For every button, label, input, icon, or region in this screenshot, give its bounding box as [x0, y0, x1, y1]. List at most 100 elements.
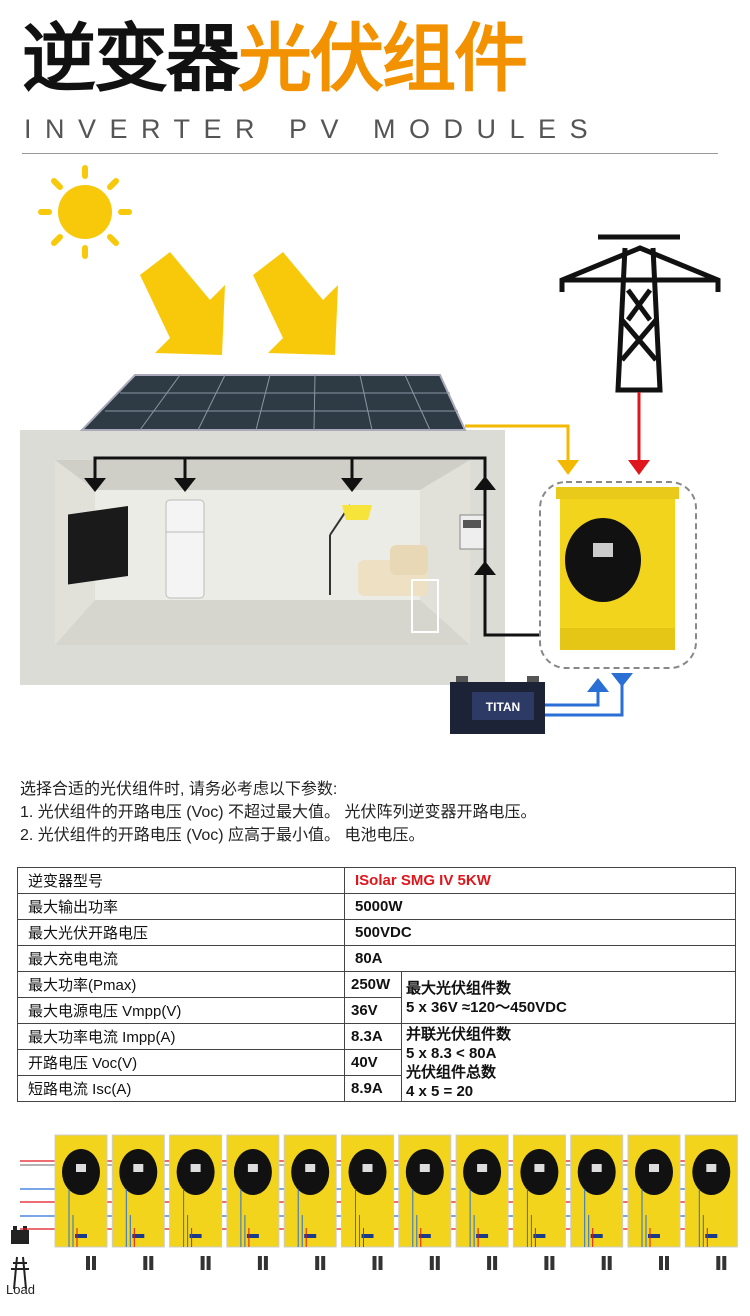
row-label: 最大功率(Pmax): [17, 971, 345, 998]
pv-breaker: [665, 1256, 669, 1270]
row-value: 250W: [344, 971, 402, 998]
parallel-note-title: 并联光伏组件数: [406, 1025, 512, 1043]
inverter-logo: [304, 1234, 317, 1238]
ac-wiring: [93, 456, 540, 637]
row-value: 5000W: [344, 893, 736, 920]
pv-breaker: [372, 1256, 377, 1270]
row-value: 500VDC: [344, 919, 736, 946]
series-note-title: 最大光伏组件数: [406, 979, 512, 997]
fridge-icon: [165, 499, 205, 599]
series-note-formula: 5 x 36V ≈120～450VDC: [406, 998, 567, 1016]
row-label: 最大电源电压 Vmpp(V): [17, 997, 345, 1024]
inverter-logo: [132, 1234, 145, 1238]
row-label: 开路电压 Voc(V): [17, 1049, 345, 1076]
pv-breaker: [200, 1256, 205, 1270]
row-label: 短路电流 Isc(A): [17, 1075, 345, 1102]
pv-breaker: [206, 1256, 211, 1270]
power-tower-icon: [11, 1256, 29, 1290]
pv-breaker: [601, 1256, 606, 1270]
pv-breaker: [607, 1256, 612, 1270]
pv-breaker: [550, 1256, 555, 1270]
inverter-highlight: [539, 481, 697, 669]
total-note-formula: 4 x 5 = 20: [406, 1082, 474, 1100]
row-label: 逆变器型号: [17, 867, 345, 894]
inverter-unit: [226, 1134, 280, 1270]
row-value: 80A: [344, 945, 736, 972]
pv-breaker: [257, 1256, 262, 1270]
tv-icon: [68, 506, 128, 585]
inverter-logo: [476, 1234, 489, 1238]
meter-icon: [459, 514, 485, 550]
sofa-icon: [358, 545, 439, 633]
inverter-logo: [648, 1234, 660, 1238]
pv-breaker: [315, 1256, 320, 1270]
inverter-unit: [684, 1134, 738, 1270]
pv-breaker: [544, 1256, 549, 1270]
arrow-down-icon: [611, 673, 633, 687]
inverter-unit: [54, 1134, 108, 1270]
row-value: 8.9A: [344, 1075, 402, 1102]
pv-breaker: [263, 1256, 268, 1270]
battery-icon: [11, 1226, 29, 1244]
notes-item-2: 2. 光伏组件的开路电压 (Voc) 应高于最小值。 电池电压。: [20, 827, 425, 844]
inverter-unit: [455, 1134, 509, 1270]
inverter-unit: [627, 1134, 681, 1270]
row-label: 最大光伏开路电压: [17, 919, 345, 946]
sunlight-arrow-icon: [140, 252, 338, 355]
sun-icon: [38, 165, 132, 259]
inverter-lcd: [591, 1164, 602, 1172]
arrow-down-icon: [628, 460, 650, 475]
row-value: 8.3A: [344, 1023, 402, 1050]
total-note-title: 光伏组件总数: [406, 1063, 497, 1081]
inverter-unit: [111, 1134, 165, 1270]
inverter-lcd: [133, 1164, 144, 1172]
power-tower-icon: [559, 234, 721, 393]
inverter-lcd: [477, 1164, 488, 1172]
notes-item-1: 1. 光伏组件的开路电压 (Voc) 不超过最大值。 光伏阵列逆变器开路电压。: [20, 804, 537, 821]
battery-brand: TITAN: [486, 700, 520, 714]
row-value: 40V: [344, 1049, 402, 1076]
inverter-lcd: [362, 1164, 373, 1172]
table-row: 最大电源电压 Vmpp(V)36V: [17, 997, 736, 1024]
inverter-lcd: [305, 1164, 316, 1172]
inverter-lcd: [649, 1164, 659, 1172]
load-label: Load: [6, 1282, 35, 1297]
inverter-logo: [189, 1234, 202, 1238]
divider: [22, 153, 718, 154]
pv-breaker: [378, 1256, 383, 1270]
page-title: 逆变器光伏组件: [22, 14, 528, 104]
arrow-down-icon: [557, 460, 579, 475]
pv-breaker: [493, 1256, 498, 1270]
page-subtitle: INVERTER PV MODULES: [24, 114, 602, 144]
battery: TITAN: [450, 676, 545, 734]
row-value: 36V: [344, 997, 402, 1024]
pv-breaker: [149, 1256, 154, 1270]
inverter-lcd: [247, 1164, 258, 1172]
lamp-icon: [329, 504, 372, 595]
pv-breaker: [716, 1256, 721, 1270]
title-orange: 光伏组件: [238, 16, 528, 102]
arrow-down-icon: [84, 476, 496, 575]
table-row: 短路电流 Isc(A)8.9A: [17, 1075, 736, 1102]
inverter: [556, 487, 679, 650]
row-label: 最大输出功率: [17, 893, 345, 920]
selection-notes: 选择合适的光伏组件时, 请务必考虑以下参数: 1. 光伏组件的开路电压 (Voc…: [20, 778, 536, 847]
battery-wiring: [545, 685, 624, 717]
pv-breaker: [321, 1256, 326, 1270]
pv-wire: [465, 424, 570, 460]
inverter-lcd: [534, 1164, 545, 1172]
parallel-inverter-bank: [11, 1134, 738, 1290]
inverter-logo: [533, 1234, 546, 1238]
inverter-unit: [169, 1134, 223, 1270]
system-diagram: TITAN: [20, 165, 721, 734]
pv-breaker: [86, 1256, 90, 1270]
pv-breaker: [659, 1256, 663, 1270]
pv-breaker: [435, 1256, 440, 1270]
